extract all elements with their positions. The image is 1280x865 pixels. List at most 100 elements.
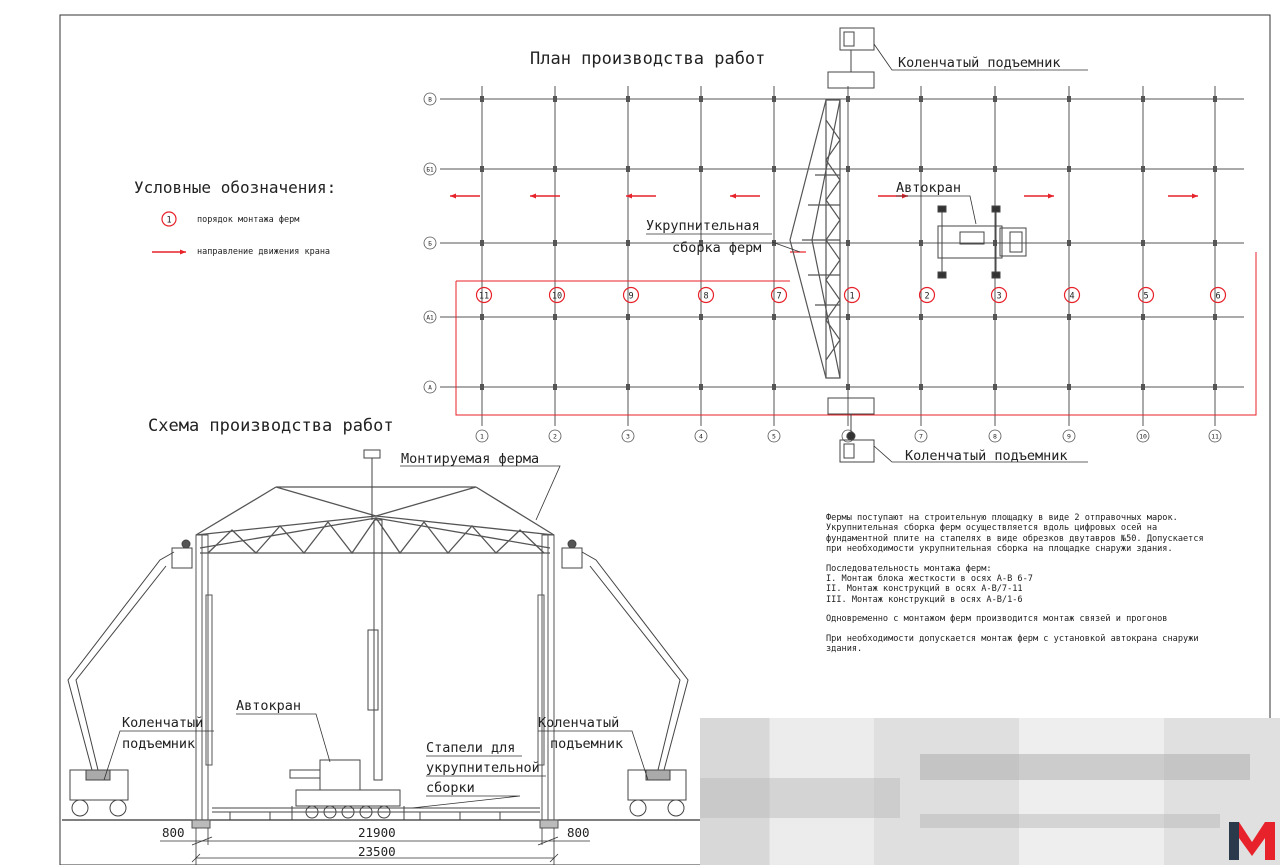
truss-order-number: 2 xyxy=(924,292,929,302)
truss-order-number: 5 xyxy=(1143,292,1148,302)
work-scheme: Схема производства работ Монтируемая фер… xyxy=(62,416,700,865)
note-sequence-3: III. Монтаж конструкций в осях А-В/1-6 xyxy=(826,594,1023,605)
left-lift-label-1: Коленчатый xyxy=(122,715,203,731)
plan-crane-icon xyxy=(937,205,1027,279)
left-articulated-lift xyxy=(67,539,193,817)
plan-lift-bottom-icon xyxy=(827,397,875,463)
axis-label-left: А xyxy=(428,385,432,392)
dim-total: 23500 xyxy=(358,844,396,859)
legend-order-text: порядок монтажа ферм xyxy=(197,215,299,225)
axis-bubble-bottom xyxy=(1208,429,1222,443)
axis-label-left: Б1 xyxy=(426,167,434,174)
right-lift-label-1: Коленчатый xyxy=(538,715,619,731)
plan-crane-label: Автокран xyxy=(896,180,961,196)
assembly-leader xyxy=(771,241,801,253)
axis-bubble-bottom xyxy=(475,429,489,443)
axis-label-bottom: 5 xyxy=(772,433,776,441)
plan-title: План производства работ xyxy=(530,49,765,69)
scheme-crane-label: Автокран xyxy=(236,698,301,714)
axis-bubble-left xyxy=(423,380,437,394)
axis-label-bottom: 8 xyxy=(993,433,997,441)
axis-label-bottom: 3 xyxy=(626,433,630,441)
crane-work-zone xyxy=(455,252,1257,416)
dim-right: 800 xyxy=(567,825,590,840)
axis-bubble-bottom xyxy=(621,429,635,443)
scheme-title: Схема производства работ xyxy=(148,416,394,436)
truss-order-circle xyxy=(843,286,861,304)
axis-label-left: А1 xyxy=(426,315,434,322)
axis-bubble-left xyxy=(423,310,437,324)
axis-label-bottom: 9 xyxy=(1067,433,1071,441)
axis-bubble-bottom xyxy=(694,429,708,443)
scheme-crane xyxy=(289,449,405,820)
axis-label-bottom: 2 xyxy=(553,433,557,441)
right-articulated-lift xyxy=(561,539,689,817)
truss-order-circle xyxy=(770,286,788,304)
axis-bubble-bottom xyxy=(988,429,1002,443)
brand-logo-icon xyxy=(1229,822,1275,860)
truss-order-circle xyxy=(1209,286,1227,304)
axis-bubble-bottom xyxy=(914,429,928,443)
truss-order-number: 4 xyxy=(1069,292,1074,302)
truss-order-number: 9 xyxy=(628,292,633,302)
axis-bubble-bottom xyxy=(767,429,781,443)
note-sequence-2: II. Монтаж конструкций в осях А-В/7-11 xyxy=(826,584,1023,595)
dim-left: 800 xyxy=(162,825,185,840)
axis-label-bottom: 10 xyxy=(1139,433,1147,441)
stands-label-3: сборки xyxy=(426,780,475,796)
truss-order-number: 3 xyxy=(996,292,1001,302)
stands-label-2: укрупнительной xyxy=(426,760,540,776)
axis-label-bottom: 7 xyxy=(919,433,923,441)
assembly-label-1: Укрупнительная xyxy=(646,218,760,234)
blurred-title-block xyxy=(700,718,1280,865)
note-sequence-title: Последовательность монтажа ферм: xyxy=(826,563,992,574)
work-plan: План производства работ 1234567891011ВБ1… xyxy=(423,27,1257,464)
note-delivery: Фермы поступают на строительную площадку… xyxy=(826,513,1204,555)
right-lift-label-2: подъемник xyxy=(550,736,623,752)
columns xyxy=(191,534,559,829)
truss-order-circle xyxy=(548,286,566,304)
left-lift-label-2: подъемник xyxy=(122,736,195,752)
truss-order-circle xyxy=(697,286,715,304)
truss-order-number: 7 xyxy=(776,292,781,302)
truss-order-number: 1 xyxy=(849,292,854,302)
truss-order-circle xyxy=(622,286,640,304)
axis-label-bottom: 11 xyxy=(1211,433,1219,441)
legend-order-symbol: 1 xyxy=(166,216,171,226)
legend-title: Условные обозначения: xyxy=(134,178,336,197)
truss-order-circle xyxy=(475,286,493,304)
axis-label-bottom: 1 xyxy=(480,433,484,441)
truss-label: Монтируемая ферма xyxy=(401,451,539,467)
truss-order-number: 6 xyxy=(1215,292,1220,302)
axis-bubble-bottom xyxy=(1062,429,1076,443)
plan-lift-top-icon xyxy=(827,27,875,89)
truss-order-circle xyxy=(990,286,1008,304)
axis-bubble-bottom xyxy=(548,429,562,443)
truss-order-number: 10 xyxy=(552,292,562,302)
note-outside: При необходимости допускается монтаж фер… xyxy=(826,633,1199,655)
axis-bubble-left xyxy=(423,92,437,106)
assembly-label-2: сборка ферм xyxy=(672,240,761,256)
axis-label-left: В xyxy=(428,97,432,104)
dim-mid: 21900 xyxy=(358,825,396,840)
truss-order-circle xyxy=(1137,286,1155,304)
plan-axis-bubbles: 1 2 3 4 5 6 7 8 9 10 11 В Б1Б А1А xyxy=(423,92,1222,443)
plan-lift-bottom-label: Коленчатый подъемник xyxy=(905,448,1068,464)
axis-label-left: Б xyxy=(428,241,432,248)
plan-lift-top-label: Коленчатый подъемник xyxy=(898,55,1061,71)
assembly-truss xyxy=(789,99,841,379)
legend-arrow-text: направление движения крана xyxy=(197,247,330,257)
legend: Условные обозначения: 1 порядок монтажа … xyxy=(134,178,336,257)
legend-order-circle xyxy=(161,211,177,227)
axis-label-bottom: 4 xyxy=(699,433,703,441)
dimension-lines xyxy=(160,828,590,865)
truss-order-number: 11 xyxy=(479,292,489,302)
stands-label-1: Стапели для xyxy=(426,740,515,756)
note-simultaneous: Одновременно с монтажом ферм производитс… xyxy=(826,614,1168,625)
truss-order-circle xyxy=(918,286,936,304)
axis-bubble-left xyxy=(423,162,437,176)
work-notes: Фермы поступают на строительную площадку… xyxy=(826,513,1206,663)
truss-order-circle xyxy=(1063,286,1081,304)
